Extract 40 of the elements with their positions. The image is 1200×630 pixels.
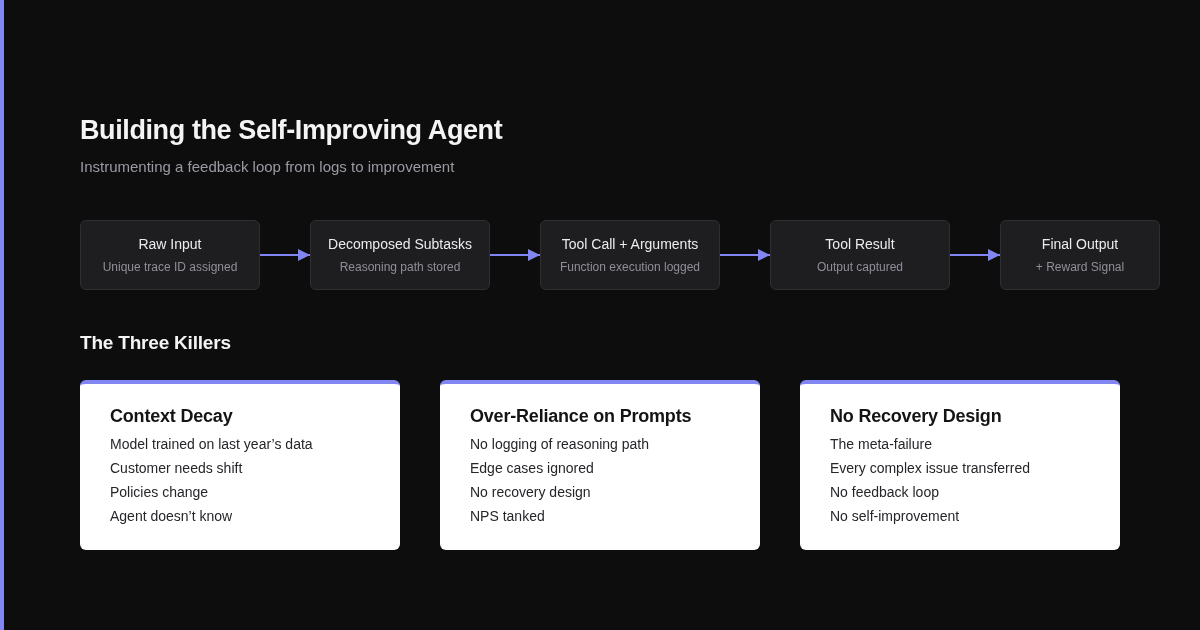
card-heading: Over-Reliance on Prompts bbox=[470, 405, 692, 427]
process-box bbox=[770, 220, 950, 290]
card-item: Edge cases ignored bbox=[470, 459, 594, 478]
step-title: Raw Input bbox=[138, 235, 202, 253]
info-card bbox=[80, 380, 400, 550]
card-item: Customer needs shift bbox=[110, 459, 243, 478]
process-box bbox=[1000, 220, 1160, 290]
process-box bbox=[540, 220, 720, 290]
process-box bbox=[310, 220, 490, 290]
card-item: No self-improvement bbox=[830, 507, 960, 526]
card-item: No logging of reasoning path bbox=[470, 435, 650, 454]
section-heading: The Three Killers bbox=[80, 331, 231, 355]
card-item: No feedback loop bbox=[830, 483, 939, 502]
card-item: No recovery design bbox=[470, 483, 591, 502]
info-card bbox=[440, 380, 760, 550]
step-title: Final Output bbox=[1041, 235, 1119, 253]
card-item: The meta-failure bbox=[830, 435, 932, 454]
step-description: + Reward Signal bbox=[1035, 259, 1125, 275]
arrow bbox=[949, 249, 1001, 261]
card-item: NPS tanked bbox=[470, 507, 545, 526]
arrow bbox=[489, 249, 541, 261]
arrow bbox=[259, 249, 311, 261]
info-card bbox=[800, 380, 1120, 550]
step-description: Unique trace ID assigned bbox=[102, 259, 238, 275]
card-item: Every complex issue transferred bbox=[830, 459, 1030, 478]
step-description: Output captured bbox=[816, 259, 904, 275]
step-description: Function execution logged bbox=[559, 259, 701, 275]
card-item: Policies change bbox=[110, 483, 209, 502]
step-title: Decomposed Subtasks bbox=[328, 235, 472, 253]
step-description: Reasoning path stored bbox=[339, 259, 461, 275]
title: Building the Self-Improving Agent bbox=[80, 114, 503, 146]
card-heading: Context Decay bbox=[110, 405, 233, 427]
step-title: Tool Result bbox=[825, 235, 895, 253]
card-heading: No Recovery Design bbox=[830, 405, 1002, 427]
arrow bbox=[719, 249, 771, 261]
card-item: Model trained on last year’s data bbox=[110, 435, 313, 454]
card-item: Agent doesn’t know bbox=[110, 507, 233, 526]
process-box bbox=[80, 220, 260, 290]
subtitle: Instrumenting a feedback loop from logs to improvement bbox=[80, 157, 455, 177]
step-title: Tool Call + Arguments bbox=[561, 235, 699, 253]
